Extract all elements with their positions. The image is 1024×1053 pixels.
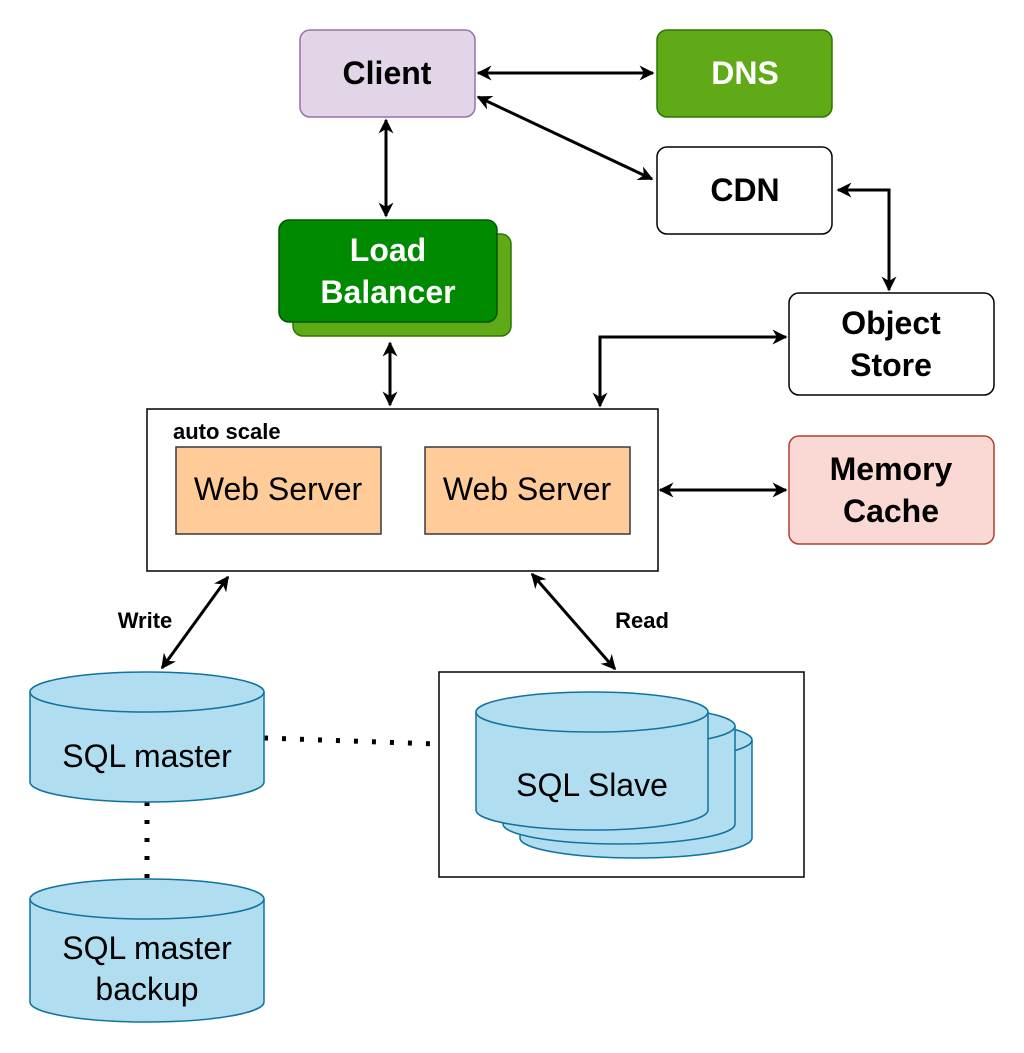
edge-write	[160, 575, 230, 670]
sql-master-backup-cylinder	[29, 878, 265, 1023]
object-store-label-line2: Store	[850, 347, 932, 383]
client-node[interactable]: Client	[299, 29, 476, 118]
edge-cdn-object-store	[836, 182, 897, 292]
edge-client-cdn	[476, 95, 654, 181]
web-server-2-box	[424, 446, 631, 535]
dns-label: DNS	[711, 55, 779, 91]
load-balancer-label-line1: Load	[350, 232, 426, 268]
dns-box	[656, 29, 833, 118]
edge-object-store-web-servers	[592, 329, 788, 408]
client-label: Client	[343, 55, 432, 91]
sql-master-backup-label-line2: backup	[95, 971, 198, 1007]
sql-master-backup-label-line1: SQL master	[62, 930, 232, 966]
object-store-box	[788, 292, 995, 396]
sql-slave-cylinder-front	[475, 691, 709, 831]
object-store-label-line1: Object	[841, 305, 941, 341]
read-label: Read	[615, 608, 669, 633]
load-balancer-label-line2: Balancer	[320, 274, 455, 310]
load-balancer-box	[278, 219, 498, 323]
cdn-node[interactable]: CDN	[656, 146, 833, 235]
sql-master-backup-cylinder-top	[29, 898, 265, 920]
web-server-1[interactable]: Web Server	[175, 446, 382, 535]
web-server-2[interactable]: Web Server	[424, 446, 631, 535]
object-store-node[interactable]: Object Store	[788, 292, 995, 396]
web-server-2-label: Web Server	[443, 471, 612, 507]
sql-slave-label: SQL Slave	[516, 767, 668, 803]
sql-slave-cylinder-front-body	[475, 691, 709, 831]
memory-cache-node[interactable]: Memory Cache	[788, 435, 995, 545]
auto-scale-label: auto scale	[173, 419, 281, 444]
sql-slave-cylinder-front-top	[475, 711, 709, 733]
sql-master-cylinder	[29, 671, 265, 803]
dns-node[interactable]: DNS	[656, 29, 833, 118]
web-server-1-label: Web Server	[194, 471, 363, 507]
client-box	[299, 29, 476, 118]
edge-replication-slave	[263, 735, 439, 747]
memory-cache-box	[788, 435, 995, 545]
sql-master-label: SQL master	[62, 738, 232, 774]
sql-master-backup-node[interactable]: SQL master backup	[29, 878, 265, 1023]
memory-cache-label-line1: Memory	[830, 451, 953, 487]
edge-read	[530, 572, 617, 671]
sql-master-node[interactable]: SQL master	[29, 671, 265, 803]
write-label: Write	[118, 608, 173, 633]
edges: Write Read	[118, 65, 897, 880]
memory-cache-label-line2: Cache	[843, 493, 939, 529]
auto-scale-group[interactable]: auto scale Web Server Web Server	[146, 408, 659, 572]
web-server-1-box	[175, 446, 382, 535]
load-balancer-node[interactable]: Load Balancer	[278, 219, 512, 337]
sql-master-cylinder-top	[29, 691, 265, 713]
cdn-label: CDN	[710, 172, 779, 208]
sql-slave-group[interactable]: SQL Slave	[438, 671, 805, 878]
cdn-box	[656, 146, 833, 235]
